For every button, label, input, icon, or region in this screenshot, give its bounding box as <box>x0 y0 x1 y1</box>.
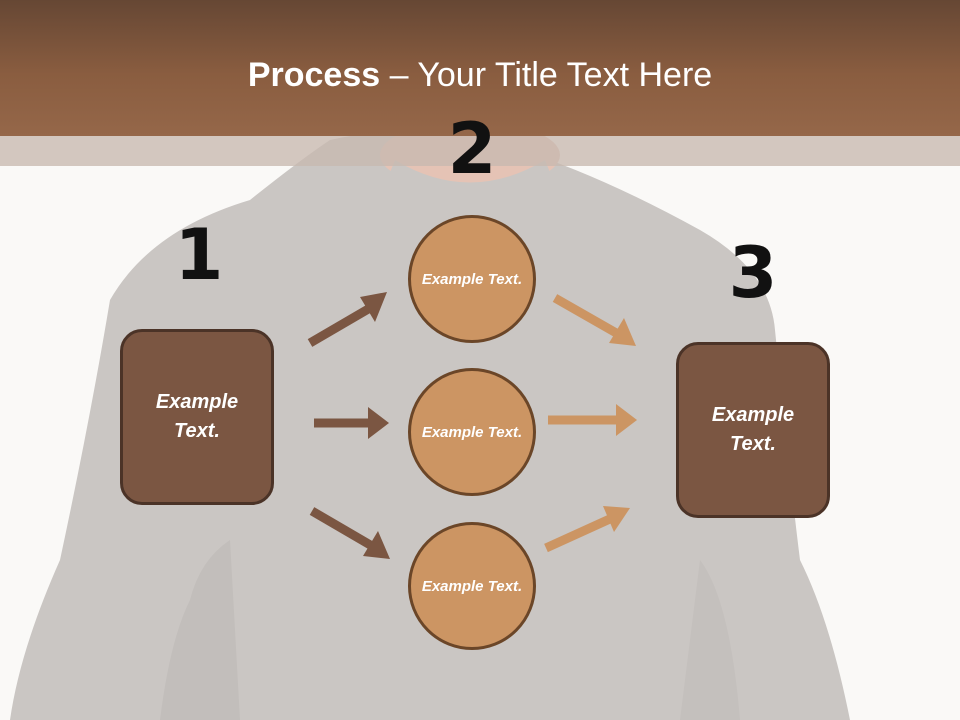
arrow-left-to-bottom <box>309 507 390 559</box>
arrow-bottom-to-right <box>544 506 630 553</box>
slide-title: Process – Your Title Text Here <box>0 54 960 96</box>
slide-title-bold: Process <box>247 56 381 94</box>
circle-middle-label: Example Text. <box>421 423 523 441</box>
box-step-3: Example Text. <box>676 342 830 518</box>
box-step-1-label: Example Text. <box>155 391 239 442</box>
circle-middle: Example Text. <box>408 368 536 496</box>
title-bar <box>0 0 960 136</box>
step-number-2: 2 <box>447 108 497 190</box>
circle-bottom-label: Example Text. <box>421 577 523 595</box>
slide-title-rest: – Your Title Text Here <box>380 56 713 94</box>
circle-bottom: Example Text. <box>408 522 536 650</box>
circle-top: Example Text. <box>408 215 536 343</box>
step-number-3: 3 <box>728 232 778 314</box>
step-number-1: 1 <box>174 214 224 296</box>
circle-top-label: Example Text. <box>421 270 523 288</box>
arrow-left-to-top <box>307 292 387 347</box>
box-step-3-label: Example Text. <box>711 404 795 455</box>
box-step-1: Example Text. <box>120 329 274 505</box>
arrow-left-to-middle <box>314 407 389 439</box>
arrow-top-to-right <box>552 294 636 346</box>
arrow-middle-to-right <box>548 404 637 436</box>
title-bar-band <box>0 136 960 166</box>
